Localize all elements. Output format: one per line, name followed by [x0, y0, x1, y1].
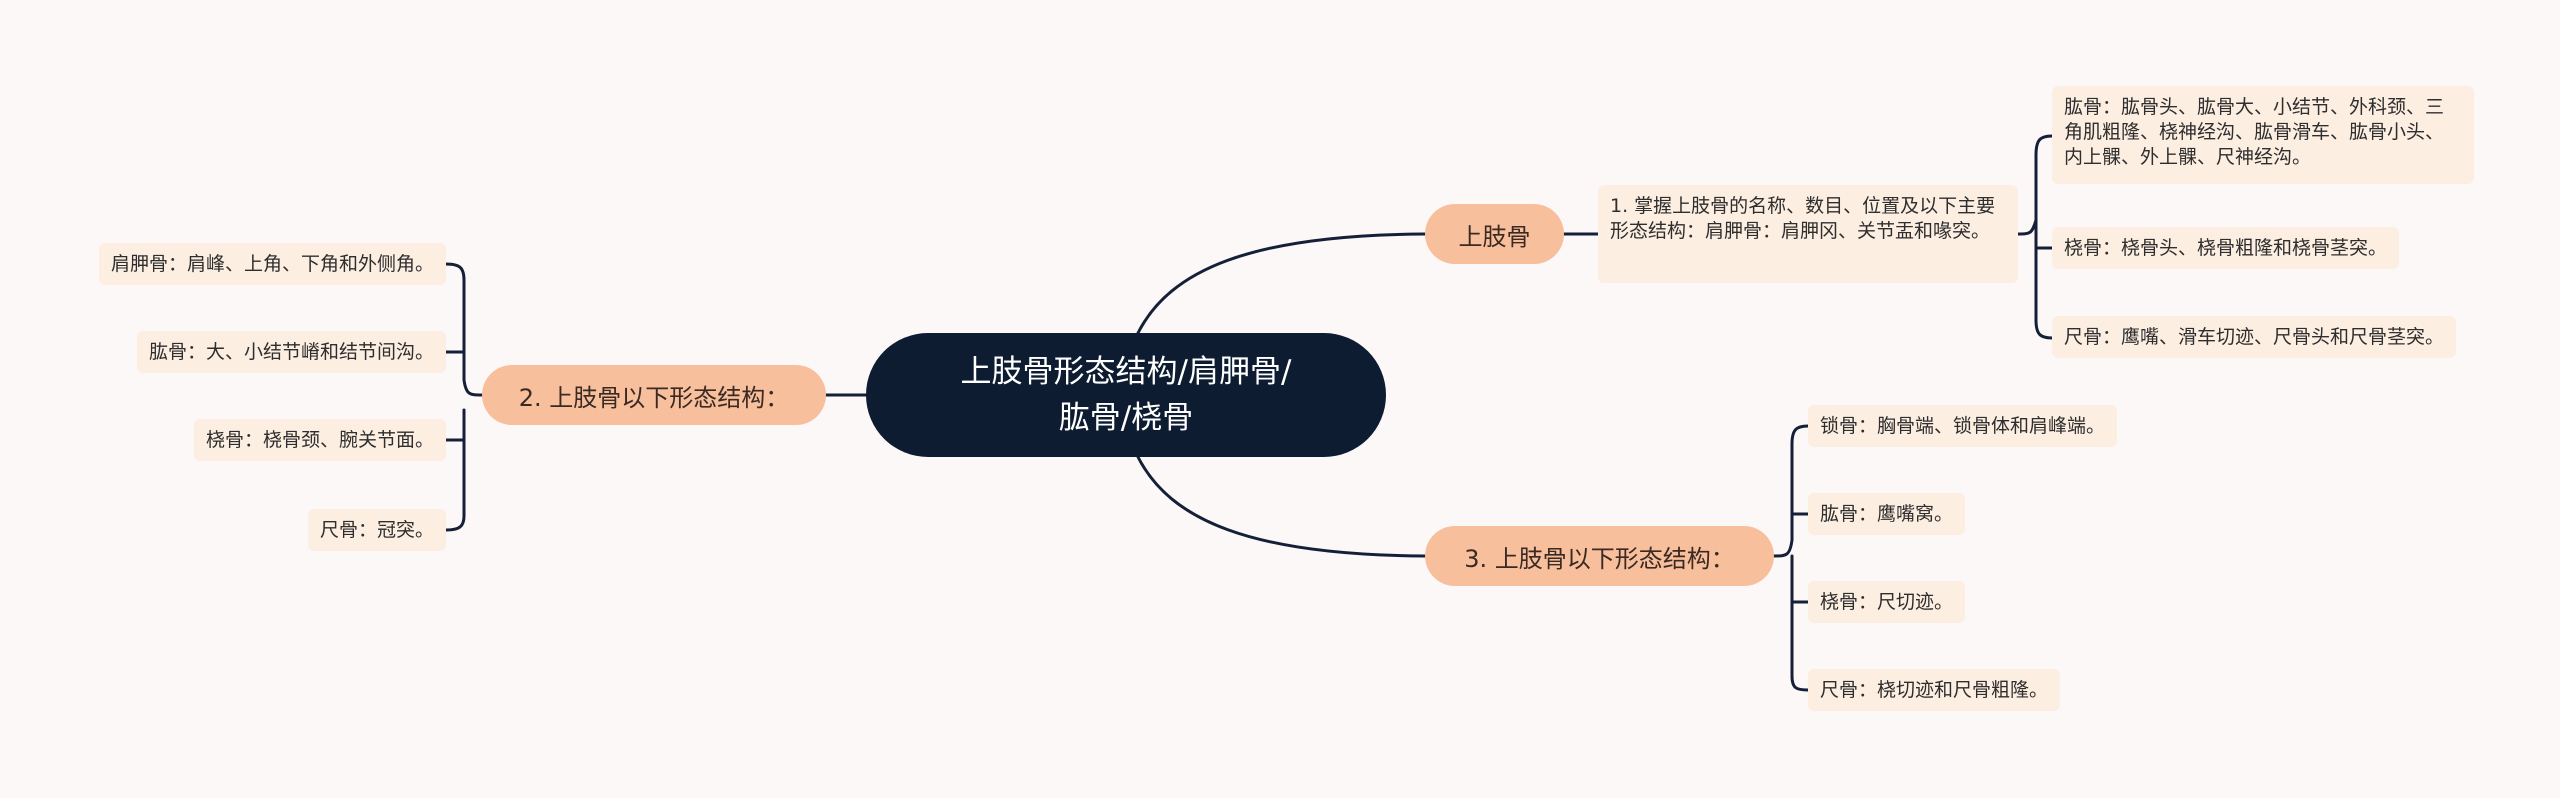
edge-left-children [444, 262, 484, 532]
leaf-text: 尺骨：冠突。 [319, 519, 434, 541]
leaf-text: 桡骨：桡骨颈、腕关节面。 [205, 429, 434, 451]
branch-label: 上肢骨 [1458, 222, 1531, 251]
leaf-text: 桡骨：桡骨头、桡骨粗隆和桡骨茎突。 [2064, 237, 2388, 259]
leaf-ulna-detail[interactable]: 尺骨：鹰嘴、滑车切迹、尺骨头和尺骨茎突。 [2052, 316, 2457, 358]
branch-label: 2. 上肢骨以下形态结构： [518, 383, 790, 412]
root-title-line1: 上肢骨形态结构/肩胛骨/ [960, 354, 1292, 390]
leaf-humerus-detail[interactable]: 肱骨：肱骨头、肱骨大、小结节、外科颈、三角肌粗隆、桡神经沟、肱骨滑车、肱骨小头、… [2052, 86, 2474, 184]
leaf-text: 尺骨：桡切迹和尺骨粗隆。 [1820, 679, 2049, 701]
branch-label: 3. 上肢骨以下形态结构： [1464, 544, 1735, 573]
leaf-radius-detail[interactable]: 桡骨：桡骨头、桡骨粗隆和桡骨茎突。 [2052, 227, 2400, 269]
leaf-radius-neck[interactable]: 桡骨：桡骨颈、腕关节面。 [193, 419, 446, 461]
branch-upper-limb-bones[interactable]: 上肢骨 [1425, 204, 1564, 264]
leaf-text: 肩胛骨：肩峰、上角、下角和外侧角。 [110, 253, 434, 275]
leaf-text: 桡骨：尺切迹。 [1820, 591, 1954, 613]
leaf-text: 肱骨：鹰嘴窝。 [1820, 503, 1954, 525]
leaf-text: 尺骨：鹰嘴、滑车切迹、尺骨头和尺骨茎突。 [2064, 326, 2445, 348]
root-title-line2: 肱骨/桡骨 [1058, 400, 1194, 436]
branch-section-2[interactable]: 2. 上肢骨以下形态结构： [482, 365, 826, 425]
leaf-ulna-radial-notch[interactable]: 尺骨：桡切迹和尺骨粗隆。 [1808, 669, 2061, 711]
leaf-ulna-coronoid[interactable]: 尺骨：冠突。 [307, 509, 446, 551]
leaf-humerus-crest[interactable]: 肱骨：大、小结节嵴和结节间沟。 [136, 331, 446, 373]
leaf-scapula[interactable]: 肩胛骨：肩峰、上角、下角和外侧角。 [98, 243, 446, 285]
leaf-text: 肱骨：大、小结节嵴和结节间沟。 [148, 341, 434, 363]
branch-section-3[interactable]: 3. 上肢骨以下形态结构： [1425, 526, 1774, 586]
leaf-text: 锁骨：胸骨端、锁骨体和肩峰端。 [1820, 415, 2106, 437]
edge-detail-children [2016, 134, 2054, 340]
edge-rb-children [1772, 424, 1810, 692]
edge-root-right-top [1136, 232, 1427, 335]
leaf-humerus-olecranon-fossa[interactable]: 肱骨：鹰嘴窝。 [1808, 493, 1966, 535]
leaf-radius-ulnar-notch[interactable]: 桡骨：尺切迹。 [1808, 581, 1966, 623]
leaf-clavicle[interactable]: 锁骨：胸骨端、锁骨体和肩峰端。 [1808, 405, 2118, 447]
detail-text: 1. 掌握上肢骨的名称、数目、位置及以下主要形态结构：肩胛骨：肩胛冈、关节盂和喙… [1610, 195, 1996, 242]
leaf-text: 肱骨：肱骨头、肱骨大、小结节、外科颈、三角肌粗隆、桡神经沟、肱骨滑车、肱骨小头、… [2064, 96, 2445, 168]
detail-node-objectives[interactable]: 1. 掌握上肢骨的名称、数目、位置及以下主要形态结构：肩胛骨：肩胛冈、关节盂和喙… [1598, 185, 2018, 283]
edge-root-right-bottom [1136, 455, 1427, 558]
root-node[interactable]: 上肢骨形态结构/肩胛骨/ 肱骨/桡骨 [866, 333, 1386, 457]
